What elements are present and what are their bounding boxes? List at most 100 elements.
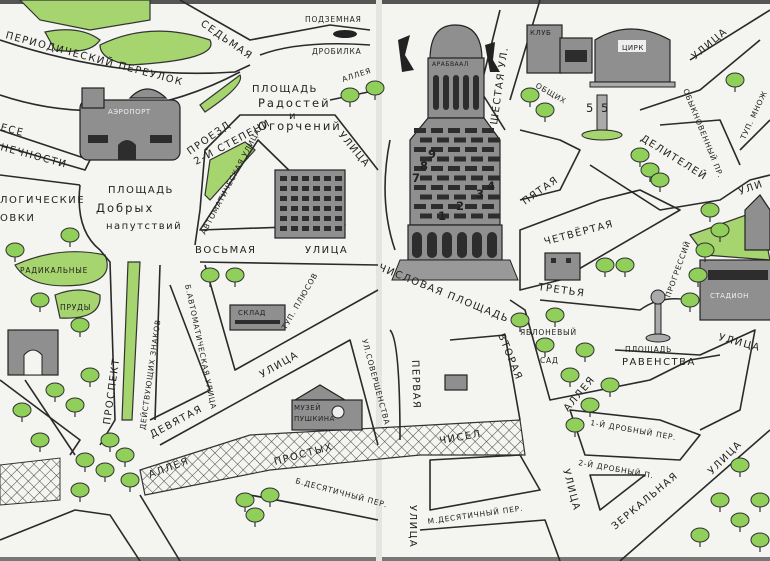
tree-icon	[365, 80, 385, 100]
svg-text:УЛ.СОВЕРШЕНСТВА: УЛ.СОВЕРШЕНСТВА	[360, 338, 392, 426]
svg-text:РАДИКАЛЬНЫЕ: РАДИКАЛЬНЫЕ	[20, 266, 88, 275]
tree-icon	[60, 227, 80, 247]
tree-icon	[12, 402, 32, 422]
tree-icon	[565, 417, 585, 437]
tree-icon	[710, 492, 730, 512]
tree-icon	[70, 317, 90, 337]
circus-building: ЦИРК	[589, 28, 676, 88]
tree-icon	[750, 532, 770, 552]
page-edge	[0, 0, 770, 4]
tree-icon	[700, 202, 720, 222]
svg-text:ПЛОЩАДЬ: ПЛОЩАДЬ	[108, 185, 174, 196]
tree-icon	[688, 267, 708, 287]
tree-icon	[225, 267, 245, 287]
svg-text:УЛИЦА: УЛИЦА	[407, 505, 418, 548]
tree-icon	[725, 72, 745, 92]
svg-text:3: 3	[476, 187, 486, 201]
svg-text:УЛИЦА: УЛИЦА	[690, 26, 730, 62]
svg-text:ЧЕТВЁРТАЯ: ЧЕТВЁРТАЯ	[542, 217, 615, 248]
svg-text:ПРУДЫ: ПРУДЫ	[60, 303, 91, 312]
tree-icon	[680, 292, 700, 312]
svg-text:ОВКИ: ОВКИ	[0, 213, 35, 224]
svg-text:ЦИРК: ЦИРК	[622, 44, 644, 52]
tree-icon	[535, 337, 555, 357]
map-labels: ПЕРИОДИЧЕСКИЙ ПЕРЕУЛОК СЕДЬМАЯ ПОДЗЕМНАЯ…	[0, 15, 769, 548]
warehouse-building: СКЛАД	[229, 304, 286, 331]
svg-text:Б.АВТОМАТИЧЕСКАЯ УЛИЦА: Б.АВТОМАТИЧЕСКАЯ УЛИЦА	[183, 284, 218, 411]
tree-icon	[80, 367, 100, 387]
svg-text:9: 9	[428, 147, 438, 161]
hatched-area	[0, 457, 61, 506]
tree-icon	[695, 242, 715, 262]
svg-text:ПЛОЩАДЬ: ПЛОЩАДЬ	[252, 84, 318, 95]
tree-icon	[95, 462, 115, 482]
book-gutter	[376, 0, 382, 561]
svg-text:ЗЕРКАЛЬНАЯ: ЗЕРКАЛЬНАЯ	[610, 470, 681, 532]
pushkin-museum-building: МУЗЕЙ ПУШКИНА	[291, 384, 363, 431]
svg-text:ДРОБИЛКА: ДРОБИЛКА	[312, 47, 362, 56]
svg-text:ВОСЬМАЯ: ВОСЬМАЯ	[195, 245, 257, 256]
kiosk	[444, 374, 468, 391]
svg-text:УЛИЦА: УЛИЦА	[717, 332, 762, 354]
svg-text:ТУП. МНОЖ: ТУП. МНОЖ	[738, 89, 769, 142]
svg-text:4: 4	[487, 179, 497, 193]
svg-text:ПУШКИНА: ПУШКИНА	[294, 415, 335, 423]
tree-icon	[100, 432, 120, 452]
svg-text:1: 1	[438, 209, 448, 223]
tree-icon	[30, 292, 50, 312]
equality-column	[645, 289, 671, 343]
tree-icon	[65, 397, 85, 417]
tree-icon	[75, 452, 95, 472]
tree-icon	[535, 102, 555, 122]
underground-crusher	[333, 30, 357, 38]
tree-icon	[520, 87, 540, 107]
svg-text:ЕСЕ: ЕСЕ	[0, 122, 25, 139]
tree-icon	[575, 342, 595, 362]
svg-text:Огорчений: Огорчений	[258, 119, 342, 133]
svg-text:САД: САД	[540, 356, 559, 365]
arabvaal-tower: АРАБВААЛ 9 8 7 4 3 2 1	[391, 24, 519, 281]
alley-of-simple-numbers	[139, 419, 526, 496]
svg-text:Радостей: Радостей	[258, 96, 331, 110]
svg-text:2: 2	[456, 199, 466, 213]
svg-text:СКЛАД: СКЛАД	[238, 309, 266, 317]
svg-text:РАВЕНСТВА: РАВЕНСТВА	[622, 357, 696, 368]
svg-text:ТРЕТЬЯ: ТРЕТЬЯ	[537, 282, 586, 300]
svg-text:ТУП. ПЛЮСОВ: ТУП. ПЛЮСОВ	[279, 271, 319, 332]
tree-icon	[730, 512, 750, 532]
tree-icon	[260, 487, 280, 507]
svg-text:ПОДЗЕМНАЯ: ПОДЗЕМНАЯ	[305, 15, 362, 24]
svg-text:МУЗЕЙ: МУЗЕЙ	[294, 403, 321, 412]
tree-icon	[615, 257, 635, 277]
apartment-building	[274, 169, 346, 239]
svg-text:5 5: 5 5	[586, 101, 610, 115]
tree-icon	[600, 377, 620, 397]
svg-text:ЯБЛОНЕВЫЙ: ЯБЛОНЕВЫЙ	[520, 328, 577, 337]
trees	[5, 72, 770, 552]
tree-icon	[545, 307, 565, 327]
tree-icon	[730, 457, 750, 477]
svg-text:ДЕЙСТВУЮЩИХ ЗНАКОВ: ДЕЙСТВУЮЩИХ ЗНАКОВ	[138, 319, 162, 431]
tree-icon	[245, 507, 265, 527]
svg-text:7: 7	[412, 171, 422, 185]
svg-text:НЕЧНОСТИ: НЕЧНОСТИ	[0, 142, 68, 170]
arch-gate	[7, 329, 59, 376]
svg-text:ЛОГИЧЕСКИЕ: ЛОГИЧЕСКИЕ	[0, 195, 85, 206]
svg-text:ПЛОЩАДЬ: ПЛОЩАДЬ	[625, 345, 672, 354]
svg-text:Б.ДЕСЯТИЧНЫЙ ПЕР.: Б.ДЕСЯТИЧНЫЙ ПЕР.	[294, 476, 388, 509]
svg-text:8: 8	[420, 159, 430, 173]
svg-text:УЛИЦА: УЛИЦА	[305, 245, 348, 256]
tree-icon	[640, 162, 660, 182]
page-edge	[0, 557, 770, 561]
svg-text:напутствий: напутствий	[106, 221, 182, 232]
svg-text:ПЕРВАЯ: ПЕРВАЯ	[409, 360, 422, 410]
tree-icon	[120, 472, 140, 492]
tree-icon	[235, 492, 255, 512]
tree-icon	[340, 87, 360, 107]
svg-text:УЛИЦА: УЛИЦА	[336, 130, 372, 170]
stadium-building: СТАДИОН	[699, 194, 770, 321]
club-building: КЛУБ	[526, 24, 593, 74]
